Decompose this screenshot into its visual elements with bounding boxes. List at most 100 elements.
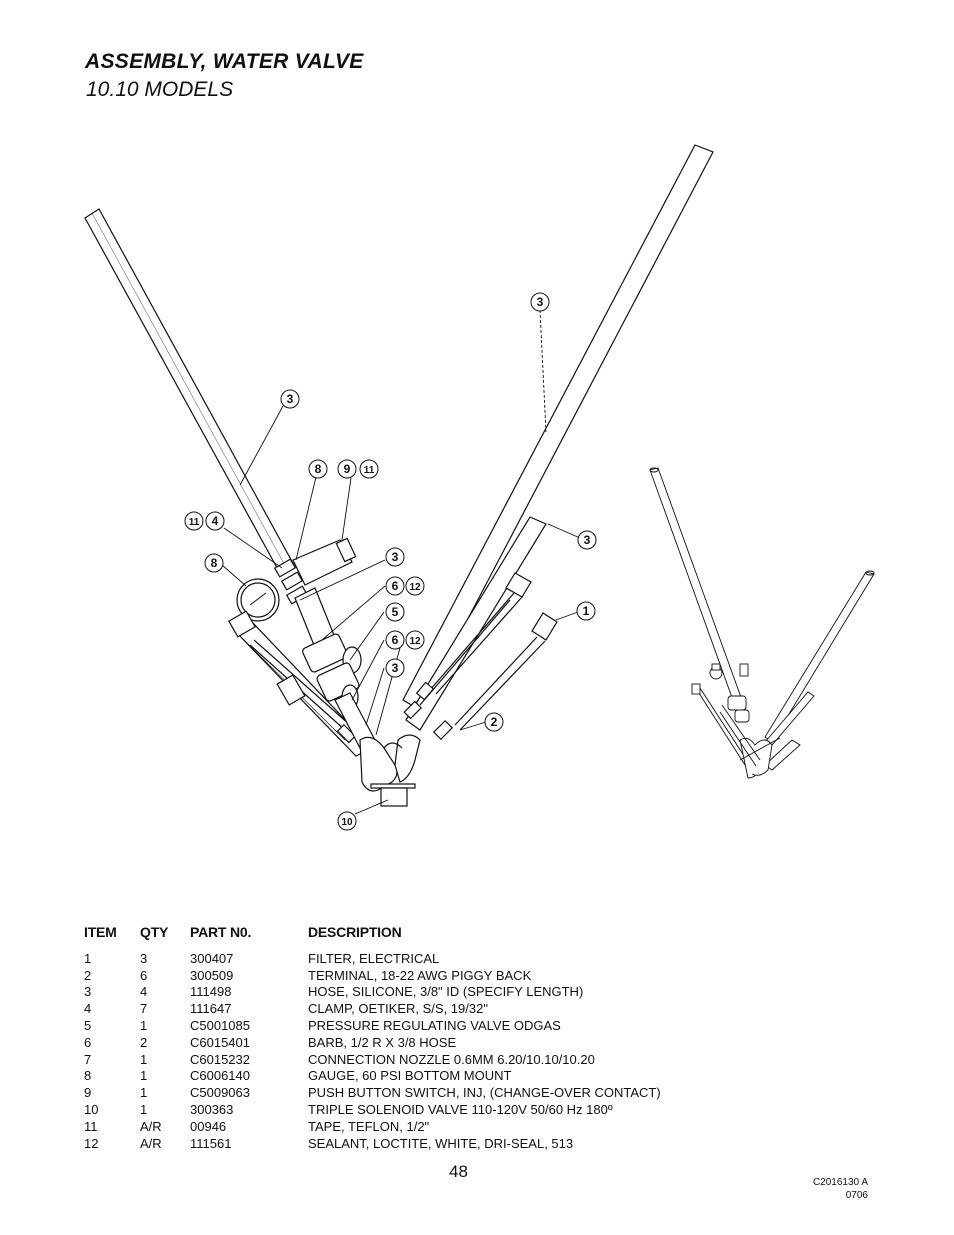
cell-qty: A/R [140,1135,162,1151]
cell-description: TERMINAL, 18-22 AWG PIGGY BACK [308,967,532,983]
col-header-qty: QTY [140,924,169,940]
cell-item: 3 [84,984,92,1000]
exploded-assembly-diagram: 3 3 8 9 11 11 4 3 8 3 6 12 5 6 12 3 1 2 … [84,144,875,831]
cell-part-no: 300407 [190,950,234,966]
doc-code-date: 0706 [845,1190,868,1201]
callout-label: 12 [409,636,421,647]
cell-description: PRESSURE REGULATING VALVE ODGAS [308,1017,561,1033]
table-row: 9 1 C5009063 PUSH BUTTON SWITCH, INJ, (CHAN… [84,1085,661,1102]
callout-label: 3 [392,550,399,564]
triple-solenoid-valve [359,734,421,807]
callout-label: 6 [392,579,399,593]
callout-label: 3 [537,295,544,309]
cell-part-no: C6015401 [190,1034,250,1050]
push-button-switch [292,537,357,586]
hose-right-long [402,144,714,711]
callout-label: 6 [392,633,399,647]
callout-label: 1 [583,604,590,618]
col-header-part-no: PART N0. [190,924,252,940]
table-row: 3 4 111498 HOSE, SILICONE, 3/8" ID (SPECIFY… [84,984,661,1001]
callout-label: 11 [364,465,375,476]
cell-part-no: C5009063 [190,1085,250,1101]
cell-item: 9 [84,1085,92,1101]
table-row: 6 2 C6015401 BARB, 1/2 R X 3/8 HOSE [84,1035,661,1052]
cell-part-no: C5001085 [190,1017,250,1033]
cell-item: 5 [84,1017,92,1033]
doc-code-number: C2016130 A [812,1177,868,1188]
table-row: 5 1 C5001085 PRESSURE REGULATING VALVE ODGA… [84,1018,661,1035]
cell-description: FILTER, ELECTRICAL [308,950,440,966]
cell-item: 7 [84,1051,92,1067]
cell-part-no: 111647 [190,1001,232,1017]
cell-description: PUSH BUTTON SWITCH, INJ, (CHANGE-OVER CO… [308,1085,661,1101]
parts-list-table: ITEM QTY PART N0. DESCRIPTION 1 3 300407 FI… [84,924,661,1152]
callout-label: 4 [212,514,219,528]
cell-description: CONNECTION NOZZLE 0.6MM 6.20/10.10/10.20 [308,1051,595,1067]
cell-qty: 1 [140,1068,148,1084]
leader-lines [221,309,581,815]
table-row: 7 1 C6015232 CONNECTION NOZZLE 0.6MM 6.20/1… [84,1052,661,1069]
cell-item: 4 [84,1001,92,1017]
pressure-gauge [228,578,306,706]
cell-part-no: C6015232 [190,1051,250,1067]
callout-label: 12 [409,582,421,593]
cell-qty: 3 [140,950,148,966]
cell-part-no: 111561 [190,1135,232,1151]
cell-description: BARB, 1/2 R X 3/8 HOSE [308,1034,457,1050]
cell-description: CLAMP, OETIKER, S/S, 19/32" [308,1001,488,1017]
cell-item: 2 [84,967,92,983]
cell-qty: 1 [140,1101,148,1117]
cell-qty: A/R [140,1118,162,1134]
cell-description: TRIPLE SOLENOID VALVE 110-120V 50/60 Hz … [308,1101,613,1117]
cell-part-no: 00946 [190,1118,227,1134]
table-header-row: ITEM QTY PART N0. DESCRIPTION [84,924,661,951]
callout-label: 3 [584,533,591,547]
callout-label: 10 [341,817,353,828]
cell-qty: 6 [140,967,148,983]
cell-qty: 4 [140,984,148,1000]
table-row: 1 3 300407 FILTER, ELECTRICAL [84,951,661,968]
callout-label: 2 [491,715,498,729]
cell-qty: 1 [140,1085,148,1101]
table-row: 4 7 111647 CLAMP, OETIKER, S/S, 19/32" [84,1001,661,1018]
cell-qty: 1 [140,1051,148,1067]
hose-clamps [273,558,309,605]
cell-item: 1 [84,950,92,966]
callout-label: 11 [189,517,200,528]
callout-label: 8 [315,462,322,476]
table-row: 10 1 300363 TRIPLE SOLENOID VALVE 110-120V … [84,1102,661,1119]
cell-description: SEALANT, LOCTITE, WHITE, DRI-SEAL, 513 [308,1135,574,1151]
cell-qty: 7 [140,1001,148,1017]
cell-item: 8 [84,1068,92,1084]
cell-qty: 2 [140,1034,148,1050]
cell-item: 6 [84,1034,92,1050]
col-header-description: DESCRIPTION [308,924,402,940]
callout-label: 3 [287,392,294,406]
col-header-item: ITEM [84,924,117,940]
cell-description: GAUGE, 60 PSI BOTTOM MOUNT [308,1068,512,1084]
cell-part-no: 111498 [190,984,232,1000]
table-row: 12 A/R 111561 SEALANT, LOCTITE, WHITE, DRI-… [84,1136,661,1153]
callout-label: 5 [392,605,399,619]
cell-part-no: 300509 [190,967,234,983]
callout-label: 9 [344,462,351,476]
assembled-view-small [649,467,875,779]
cell-qty: 1 [140,1017,148,1033]
page-number: 48 [449,1162,468,1181]
cell-item: 11 [84,1118,98,1134]
page-subtitle: 10.10 MODELS [86,78,234,101]
cell-description: HOSE, SILICONE, 3/8" ID (SPECIFY LENGTH) [308,984,584,1000]
cell-item: 10 [84,1101,99,1117]
cell-part-no: 300363 [190,1101,234,1117]
electrical-filter-lower [403,599,558,741]
callout-label: 8 [211,556,218,570]
pressure-regulating-valve [294,587,376,749]
document-code: C2016130 A 0706 [813,1176,868,1202]
hose-right-mid [405,516,547,731]
cell-part-no: C6006140 [190,1068,250,1084]
callout-labels: 3 3 8 9 11 11 4 3 8 3 6 12 5 6 12 3 1 2 … [189,295,591,828]
cell-item: 12 [84,1135,99,1151]
table-row: 8 1 C6006140 GAUGE, 60 PSI BOTTOM MOUNT [84,1068,661,1085]
page-title: ASSEMBLY, WATER VALVE [85,50,364,73]
